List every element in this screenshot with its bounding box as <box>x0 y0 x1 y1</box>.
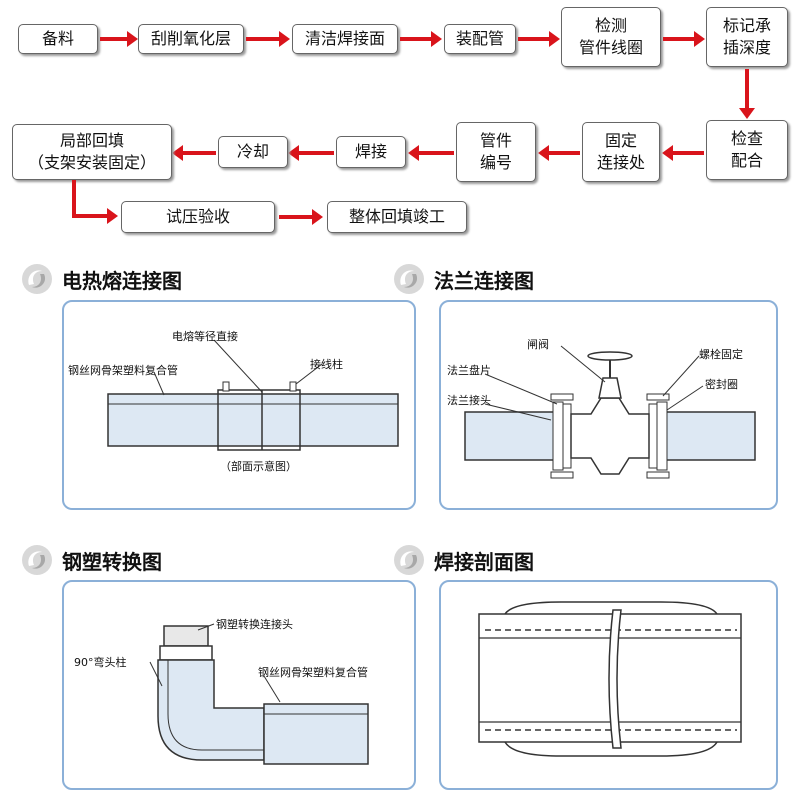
swirl-icon <box>394 264 424 294</box>
arrow <box>400 31 442 47</box>
step-label: 清洁焊接面 <box>304 29 385 48</box>
arrow <box>72 208 118 224</box>
terminal-right <box>289 381 297 392</box>
elbow-90 <box>157 659 265 761</box>
flange-disc-left <box>552 401 564 471</box>
coupling <box>217 389 301 451</box>
diagram-transition-panel: 钢塑转换连接头 90°弯头柱 钢丝网骨架塑料复合管 <box>62 580 416 790</box>
step-partial-backfill: 局部回填 （支架安装固定） <box>12 124 172 180</box>
weld-bead-top <box>504 601 718 615</box>
label-90-elbow: 90°弯头柱 <box>74 656 127 669</box>
section-title-flange: 法兰连接图 <box>392 262 534 296</box>
step-scrape-oxide: 刮削氧化层 <box>138 24 244 54</box>
step-label: 固定 <box>604 131 637 150</box>
step-check-fit: 检查配合 <box>706 120 788 180</box>
diagram-flange-panel: 闸阀 螺栓固定 法兰盘片 密封圈 法兰接头 <box>439 300 778 510</box>
label-gate-valve: 闸阀 <box>527 338 549 351</box>
step-label: 试压验收 <box>165 207 230 226</box>
section-title-text: 焊接剖面图 <box>434 549 534 574</box>
composite-pipe <box>263 703 369 765</box>
step-label: 局部回填 <box>59 131 124 150</box>
caption-section-view: （部面示意图） <box>220 460 297 473</box>
section-title-text: 钢塑转换图 <box>62 549 162 574</box>
step-number-fittings: 管件编号 <box>456 122 536 182</box>
step-final-backfill: 整体回填竣工 <box>327 201 467 233</box>
step-label: 整体回填竣工 <box>348 207 445 226</box>
diagram-electrofusion-panel: 电熔等径直接 钢丝网骨架塑料复合管 接线柱 （部面示意图） <box>62 300 416 510</box>
step-label: 管件 <box>479 131 512 150</box>
connector-line <box>72 180 76 218</box>
section-title-text: 法兰连接图 <box>434 268 534 293</box>
arrow <box>662 145 704 161</box>
pipe-left <box>464 411 562 461</box>
arrow <box>279 209 323 225</box>
label-coupling: 电熔等径直接 <box>172 330 238 343</box>
step-label: 连接处 <box>596 153 645 172</box>
weld-seam <box>608 609 622 749</box>
terminal-left <box>222 381 230 392</box>
step-inspect-coil: 检测管件线圈 <box>561 7 661 67</box>
step-prepare: 备料 <box>18 24 98 54</box>
label-bolt-fix: 螺栓固定 <box>699 348 743 361</box>
diagram-weld-panel <box>439 580 778 790</box>
arrow <box>518 31 560 47</box>
step-clean-weld-surface: 清洁焊接面 <box>292 24 398 54</box>
transition-diagram <box>149 623 369 765</box>
step-label: 装配管 <box>455 29 504 48</box>
step-cool: 冷却 <box>218 136 288 168</box>
bolt <box>646 471 670 479</box>
section-title-electrofusion: 电热熔连接图 <box>20 262 182 296</box>
pipe-right <box>658 411 756 461</box>
flange-diagram <box>464 345 756 479</box>
electrofusion-diagram <box>107 339 399 451</box>
arrow <box>408 145 454 161</box>
section-title-text: 电热熔连接图 <box>62 268 182 293</box>
step-assemble-pipe: 装配管 <box>444 24 516 54</box>
weld-bead-bottom <box>504 741 718 757</box>
bolt <box>550 393 574 401</box>
bolt <box>646 393 670 401</box>
step-label: 备料 <box>41 29 74 48</box>
arrow <box>100 31 138 47</box>
step-label: 焊接 <box>354 142 387 161</box>
swirl-icon <box>394 545 424 575</box>
arrow-down <box>739 69 755 119</box>
valve-body <box>570 397 650 475</box>
step-label: 检测 <box>594 16 627 35</box>
step-label: 标记承 <box>722 16 771 35</box>
bolt <box>550 471 574 479</box>
label-steel-plastic-adapter: 钢塑转换连接头 <box>216 618 293 631</box>
step-fix-joint: 固定连接处 <box>582 122 660 182</box>
step-label: （支架安装固定） <box>27 153 156 172</box>
step-pressure-test: 试压验收 <box>121 201 275 233</box>
step-label: 编号 <box>479 153 512 172</box>
swirl-icon <box>22 264 52 294</box>
step-mark-depth: 标记承插深度 <box>706 7 788 67</box>
valve-handwheel <box>587 351 633 361</box>
arrow <box>663 31 705 47</box>
step-label: 配合 <box>730 151 763 170</box>
step-label: 检查 <box>730 129 763 148</box>
swirl-icon <box>22 545 52 575</box>
step-label: 插深度 <box>722 38 771 57</box>
label-terminal: 接线柱 <box>310 358 343 371</box>
step-label: 冷却 <box>236 142 269 161</box>
label-composite-pipe: 钢丝网骨架塑料复合管 <box>68 364 178 377</box>
pipe-body <box>107 393 399 447</box>
arrow <box>246 31 290 47</box>
arrow <box>172 145 216 161</box>
step-label: 管件线圈 <box>578 38 643 57</box>
step-label: 刮削氧化层 <box>150 29 231 48</box>
label-flange-joint: 法兰接头 <box>447 394 491 407</box>
weld-diagram <box>478 601 742 757</box>
section-title-weld: 焊接剖面图 <box>392 543 534 577</box>
section-title-transition: 钢塑转换图 <box>20 543 162 577</box>
arrow <box>288 145 334 161</box>
flange-disc-right <box>656 401 668 471</box>
step-weld: 焊接 <box>336 136 406 168</box>
label-composite-pipe: 钢丝网骨架塑料复合管 <box>258 666 368 679</box>
label-flange-disc: 法兰盘片 <box>447 364 491 377</box>
label-seal-ring: 密封圈 <box>705 378 738 391</box>
arrow <box>538 145 580 161</box>
